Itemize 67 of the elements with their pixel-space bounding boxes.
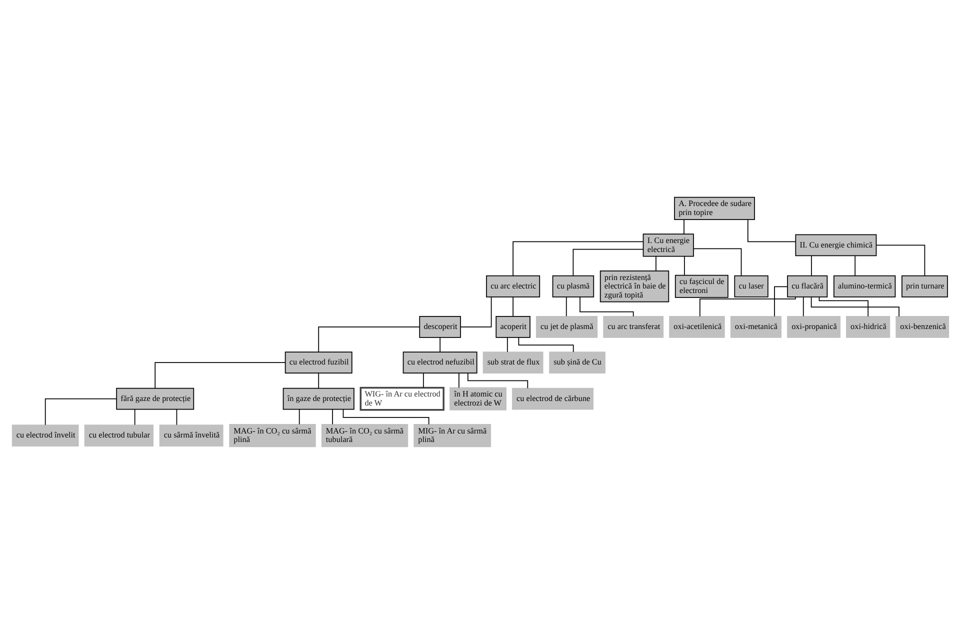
node-box: cu arc electric: [486, 275, 540, 298]
node-box: cu electrod de cărbune: [512, 388, 593, 410]
node-box: descoperit: [418, 316, 460, 338]
node-box: cu electrod tubular: [84, 424, 154, 447]
connector: [134, 408, 135, 426]
connector: [802, 296, 804, 317]
node-box: cu electrod nefuzibil: [402, 352, 477, 374]
connector: [655, 256, 656, 272]
node-box: cu flacără: [786, 275, 828, 298]
connector: [683, 219, 684, 234]
node-box: cu fașcicul de electroni: [674, 274, 728, 298]
connector: [342, 409, 429, 425]
node-box: MIG- în Ar cu sârmă plină: [413, 424, 490, 448]
node-box: cu plasmă: [552, 275, 594, 298]
connector: [318, 372, 319, 388]
node-box: oxi-hidrică: [846, 316, 890, 338]
node-box: prin turnare: [901, 275, 948, 298]
connector: [506, 337, 508, 352]
connector: [422, 372, 424, 388]
node-box: cu electrod fuzibil: [284, 352, 352, 374]
connector: [854, 255, 856, 276]
connector: [460, 296, 492, 328]
node-box: oxi-acetilenică: [668, 316, 724, 338]
connector: [458, 372, 459, 388]
connector: [692, 248, 742, 276]
node-box: MAG- în CO₂ cu sârmă plină: [228, 424, 316, 448]
node-box: fără gaze de protecție: [116, 388, 194, 410]
connector: [698, 296, 796, 317]
connector: [512, 241, 644, 276]
node-box: oxi-benzenică: [895, 316, 949, 338]
node-box: oxi-metanică: [730, 316, 781, 338]
node-box: WIG- în Ar cu electrod de W: [359, 386, 444, 411]
node-box: în gaze de protecție: [282, 388, 354, 410]
connector: [154, 362, 286, 389]
node-box: I. Cu energie electrică: [642, 234, 694, 257]
node-box: acoperit: [495, 316, 530, 338]
connector: [176, 408, 177, 426]
node-box: MAG- în CO₂ cu sârmă tubulară: [320, 424, 408, 448]
node-box: A. Procedee de sudare prin topire: [674, 196, 754, 220]
node-box: în H atomic cu electrozi de W: [449, 387, 506, 410]
node-box: cu electrod învelit: [11, 424, 78, 447]
connector: [876, 244, 925, 276]
connector: [572, 248, 644, 276]
connector: [579, 296, 634, 317]
node-box: sub strat de flux: [482, 352, 543, 374]
connector: [746, 219, 796, 242]
connector: [818, 296, 868, 317]
connector: [298, 408, 300, 425]
connector: [466, 372, 528, 389]
connector: [318, 326, 420, 352]
connector: [44, 398, 116, 426]
connector: [439, 337, 440, 352]
node-box: II. Cu energie chimică: [794, 234, 876, 256]
connector: [512, 296, 513, 317]
node-box: cu laser: [734, 275, 768, 298]
connector: [518, 337, 574, 352]
connector: [565, 296, 566, 317]
node-box: alumino-termică: [832, 275, 896, 298]
connector: [810, 255, 812, 276]
node-box: cu jet de plasmă: [535, 316, 598, 338]
connector: [810, 296, 899, 317]
connector: [774, 286, 788, 317]
node-box: cu arc transferat: [602, 316, 664, 338]
node-box: cu sârmă învelită: [158, 424, 223, 447]
node-box: prin rezistență electrică în baie de zgură topită: [599, 270, 669, 302]
node-box: sub șină de Cu: [548, 352, 605, 374]
node-box: oxi-propanică: [786, 316, 840, 338]
